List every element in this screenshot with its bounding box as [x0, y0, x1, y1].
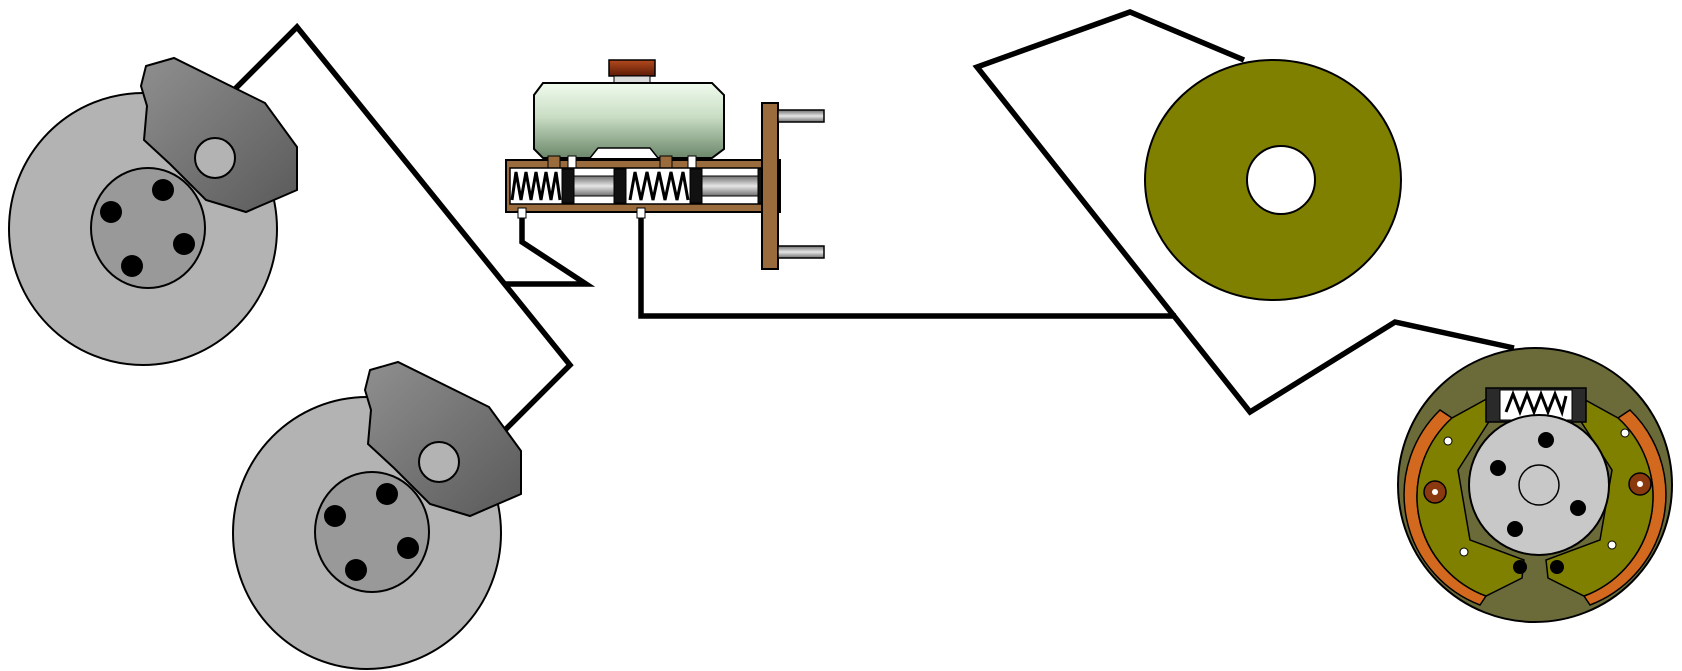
rivet-center [1637, 481, 1643, 487]
line-to-front-disc-brakes [505, 208, 596, 287]
lug-nut [397, 537, 419, 559]
reservoir-cap [608, 59, 656, 77]
lug-nut [1507, 521, 1523, 537]
rear-drum-brake [1397, 347, 1673, 623]
reservoir-port [687, 155, 697, 169]
lug-nut [376, 483, 398, 505]
front-left-disc-brake [8, 56, 298, 366]
center-hole [1246, 145, 1316, 215]
lug-nut [345, 559, 367, 581]
lug-nut [152, 179, 174, 201]
master-cylinder [505, 59, 825, 270]
lug-nut [100, 201, 122, 223]
lug-nut [173, 233, 195, 255]
secondary-piston [561, 168, 575, 204]
caliper-piston [194, 137, 236, 179]
mounting-stud [777, 245, 825, 259]
reservoir-divider [589, 147, 659, 159]
lug-nut [121, 255, 143, 277]
primary-piston [689, 168, 703, 204]
line-front-trunk [230, 22, 574, 432]
hub [90, 167, 206, 289]
caliper [363, 360, 522, 518]
reservoir-port [659, 155, 673, 169]
caliper [139, 56, 298, 214]
reservoir [533, 82, 725, 159]
mounting-flange [761, 102, 779, 270]
lug-nut [1570, 500, 1586, 516]
rivet [1459, 547, 1469, 557]
wheel-cylinder-spring [1504, 389, 1568, 417]
outlet-fitting [636, 207, 646, 219]
lug-nut [324, 505, 346, 527]
reservoir-cap-neck [613, 75, 651, 84]
rivet [1620, 428, 1630, 438]
reservoir-port [567, 155, 577, 169]
mounting-stud [777, 109, 825, 123]
lug-nut [1538, 432, 1554, 448]
return-spring [628, 171, 690, 201]
lug-nut [1550, 560, 1564, 574]
reservoir-port [547, 155, 561, 169]
drum-hub-center [1518, 464, 1560, 506]
front-right-disc-brake [232, 360, 522, 670]
rivet [1607, 540, 1617, 550]
brake-lines [230, 9, 1515, 432]
secondary-piston-seal [613, 168, 627, 204]
rivet [1443, 436, 1453, 446]
brake-shoe-left [1416, 394, 1525, 597]
brake-booster-disc [1144, 59, 1402, 301]
hub [314, 471, 430, 593]
piston-rod [571, 175, 615, 197]
brake-shoe-right [1545, 394, 1654, 597]
line-rear-trunk [972, 9, 1515, 416]
lug-nut [1513, 560, 1527, 574]
line-to-booster-and-drum [638, 208, 1176, 319]
piston-rod [699, 175, 761, 197]
return-spring [510, 171, 562, 201]
outlet-fitting [517, 207, 527, 219]
caliper-piston [418, 441, 460, 483]
rivet-center [1432, 489, 1438, 495]
lug-nut [1490, 460, 1506, 476]
